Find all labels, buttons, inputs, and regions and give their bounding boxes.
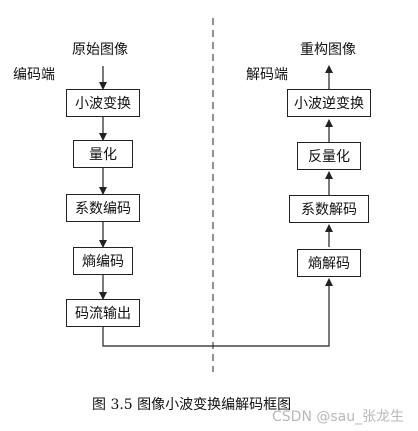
entropy-encoding-box: 熵编码 bbox=[73, 247, 133, 275]
entropy-decoding-box: 熵解码 bbox=[297, 249, 361, 277]
encoder-side-label: 编码端 bbox=[13, 67, 55, 83]
figure-caption: 图 3.5 图像小波变换编解码框图 bbox=[92, 397, 292, 413]
bitstream-output-box: 码流输出 bbox=[66, 299, 140, 327]
bitstream-connector bbox=[102, 278, 333, 347]
reconstructed-image-label: 重构图像 bbox=[300, 42, 356, 58]
dequantization-box: 反量化 bbox=[297, 142, 361, 170]
quantization-box: 量化 bbox=[73, 140, 133, 168]
original-image-label: 原始图像 bbox=[72, 42, 128, 58]
coefficient-decoding-box: 系数解码 bbox=[289, 195, 369, 223]
coefficient-encoding-box: 系数编码 bbox=[66, 194, 140, 222]
inverse-wavelet-transform-box: 小波逆变换 bbox=[287, 89, 371, 117]
decoder-side-label: 解码端 bbox=[246, 67, 288, 83]
wavelet-transform-box: 小波变换 bbox=[66, 89, 140, 117]
csdn-watermark: CSDN @sau_张龙生 bbox=[272, 409, 405, 425]
